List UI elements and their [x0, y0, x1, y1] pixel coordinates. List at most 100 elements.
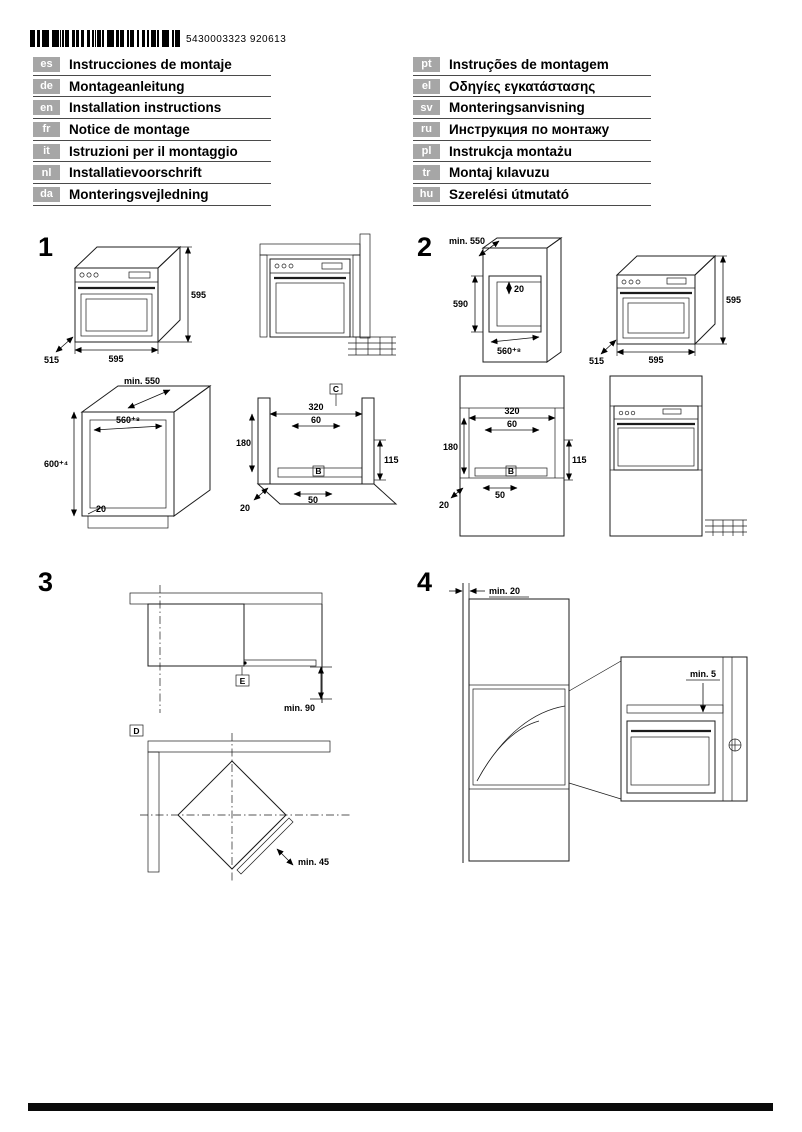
dim-cabinet-width: 560⁺⁸ [116, 415, 140, 425]
dim-cabinet-gap: 20 [96, 504, 106, 514]
lang-row-nl: nl Installatievoorschrift [33, 162, 271, 185]
lang-row-es: es Instrucciones de montaje [33, 54, 271, 76]
lang-title: Instrucciones de montaje [69, 56, 232, 72]
lang-code-badge: nl [33, 165, 60, 181]
label-e: E [240, 676, 246, 686]
figure-4-number: 4 [417, 567, 433, 597]
figure-4-diagram: min. 20 min. 5 [449, 583, 748, 863]
lang-title: Instruções de montagem [449, 56, 609, 72]
lang-row-de: de Montageanleitung [33, 76, 271, 98]
figure-2-niche-dimensions: 2 min. 550 590 20 [405, 230, 777, 545]
dim-niche-gap: 20 [514, 284, 524, 294]
lang-title: Montaj kılavuzu [449, 165, 550, 181]
dim-20: 20 [240, 503, 250, 513]
dim-cabinet-height: 600⁺⁴ [44, 459, 68, 469]
dim-niche-depth: min. 550 [449, 236, 485, 246]
dim-320: 320 [308, 402, 323, 412]
lang-code-badge: it [33, 143, 60, 159]
dim-115: 115 [384, 455, 399, 465]
lang-row-it: it Istruzioni per il montaggio [33, 141, 271, 163]
lang-row-tr: tr Montaj kılavuzu [413, 162, 651, 185]
dim-oven-height: 595 [191, 290, 206, 300]
dim-50: 50 [308, 495, 318, 505]
lang-row-sv: sv Monteringsanvisning [413, 97, 651, 120]
lang-code-badge: tr [413, 165, 440, 181]
tall-cabinet-vent-view: 320 60 180 B 115 50 20 [439, 375, 587, 537]
dim-50: 50 [495, 490, 505, 500]
barcode [30, 30, 180, 47]
dim-cabinet-depth: min. 550 [124, 376, 160, 386]
label-b: B [315, 466, 321, 476]
lang-code-badge: sv [413, 100, 440, 116]
lang-code-badge: de [33, 78, 60, 94]
dim-oven-width: 595 [108, 354, 123, 364]
language-list-right: pt Instruções de montagem el Οδηγίες εγκατ… [413, 54, 651, 206]
barcode-number: 5430003323 920613 [186, 34, 287, 45]
plinth-detail-view: C 320 60 180 B 115 50 20 [236, 383, 399, 513]
lang-title: Notice de montage [69, 121, 190, 137]
dim-60: 60 [507, 419, 517, 429]
lang-code-badge: hu [413, 186, 440, 202]
lang-row-fr: fr Notice de montage [33, 119, 271, 141]
dim-oven-depth: 515 [589, 356, 604, 366]
lang-title: Montageanleitung [69, 78, 185, 94]
dim-oven-depth: 515 [44, 355, 59, 365]
lang-code-badge: en [33, 100, 60, 116]
dim-180: 180 [236, 438, 251, 448]
language-list-left: es Instrucciones de montaje de Montageanle… [33, 54, 271, 206]
lang-title: Installation instructions [69, 100, 222, 116]
lang-title: Installatievoorschrift [69, 165, 202, 181]
lang-code-badge: el [413, 78, 440, 94]
dim-60: 60 [311, 415, 321, 425]
clearance-detail-view: min. 5 [620, 656, 748, 802]
lang-title: Istruzioni per il montaggio [69, 143, 238, 159]
floor-tiles [705, 519, 747, 536]
lang-row-el: el Οδηγίες εγκατάστασης [413, 76, 651, 98]
lang-row-pt: pt Instruções de montagem [413, 54, 651, 76]
lang-title: Instrukcja montażu [449, 143, 573, 159]
dim-min-45: min. 45 [298, 857, 329, 867]
figure-3-corner-installation: 3 E min. 90 [30, 565, 392, 887]
dim-180: 180 [443, 442, 458, 452]
dim-oven-width: 595 [648, 355, 663, 365]
dim-min-20: min. 20 [489, 586, 520, 596]
lang-code-badge: es [33, 56, 60, 72]
lang-title: Monteringsanvisning [449, 100, 585, 116]
oven-3d-view: 595 515 595 [589, 254, 741, 366]
figure-4-tall-unit-clearance: 4 min. 20 [405, 565, 777, 877]
footer-bar [28, 1103, 773, 1111]
lang-code-badge: da [33, 186, 60, 202]
lang-title: Οδηγίες εγκατάστασης [449, 78, 596, 94]
figure-3-diagram: E min. 90 D min. 45 [129, 585, 350, 881]
lang-row-en: en Installation instructions [33, 97, 271, 120]
label-b: B [508, 466, 514, 476]
lang-code-badge: fr [33, 121, 60, 137]
figure-1-diagram: 595 515 595 [44, 233, 399, 529]
dim-20: 20 [439, 500, 449, 510]
tall-unit-section-view: min. 20 [449, 583, 622, 863]
base-cabinet-3d-view: min. 550 560⁺⁸ 600⁺⁴ 20 [44, 376, 212, 529]
figure-2-number: 2 [417, 232, 433, 262]
lang-title: Инструкция по монтажу [449, 121, 610, 137]
screw-icon [728, 738, 742, 752]
dim-niche-width: 560⁺⁸ [497, 346, 521, 356]
dim-min-5: min. 5 [690, 669, 716, 679]
corner-plan-diagonal-oven: D min. 45 [129, 724, 350, 881]
dim-min-90: min. 90 [284, 703, 315, 713]
dim-320: 320 [504, 406, 519, 416]
tall-cabinet-oven-view [609, 375, 747, 537]
figure-1-number: 1 [38, 232, 54, 262]
dim-oven-height: 595 [726, 295, 741, 305]
lang-code-badge: pt [413, 56, 440, 72]
dim-115: 115 [572, 455, 587, 465]
label-d: D [133, 726, 139, 736]
floor-tiles [348, 336, 396, 356]
figure-3-number: 3 [38, 567, 54, 597]
label-c: C [333, 384, 339, 394]
oven-installed-front-view [259, 233, 396, 356]
